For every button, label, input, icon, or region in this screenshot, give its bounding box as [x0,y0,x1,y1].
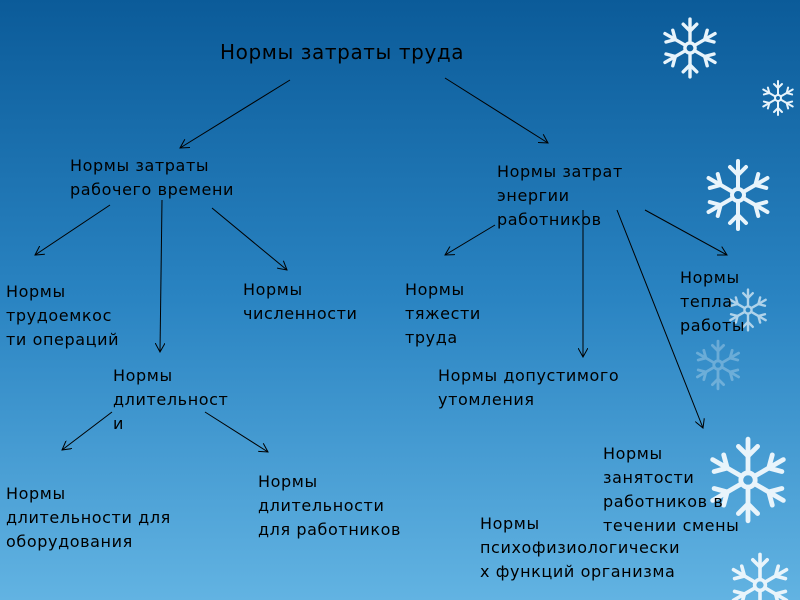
node-employment: Нормы занятости работников в течении сме… [603,444,740,535]
arrow [644,209,727,255]
node-labor-intensity: Нормы трудоемкос ти операций [6,282,120,349]
arrow [180,79,291,148]
arrows [35,77,727,452]
arrow [211,207,287,270]
node-worker-duration: Нормы длительности для работников [258,472,402,539]
node-fatigue: Нормы допустимого утомления [438,366,620,409]
node-headcount: Нормы численности [243,280,358,323]
node-energy: Нормы затрат энергии работников [497,162,623,229]
arrow [160,199,162,352]
node-work-time: Нормы затраты рабочего времени [70,156,234,199]
node-heat: Нормы тепла работы [680,268,746,335]
arrow [445,224,496,255]
arrow [62,411,113,450]
node-duration: Нормы длительност и [113,366,229,433]
node-psycho: Нормы психофизиологически х функций орга… [480,514,681,581]
arrow [444,77,548,143]
node-equipment-duration: Нормы длительности для оборудования [6,484,171,551]
arrow [616,209,703,428]
arrow [35,204,111,255]
diagram-title: Нормы затраты труда [220,40,465,64]
arrow [204,411,268,452]
node-severity: Нормы тяжести труда [405,280,481,347]
